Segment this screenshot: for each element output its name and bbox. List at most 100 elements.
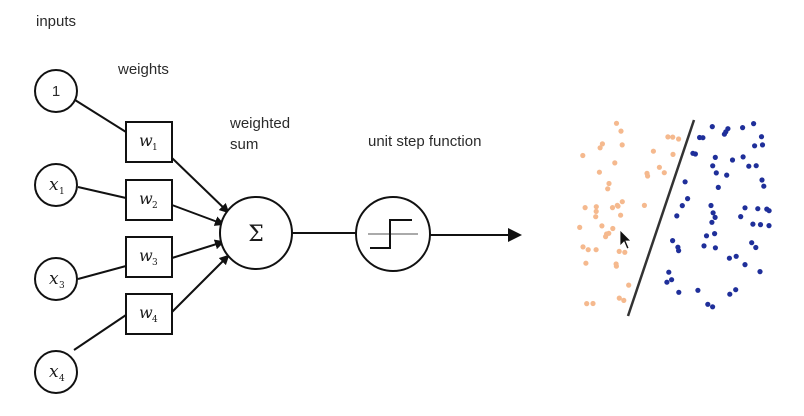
blue-point <box>710 210 716 216</box>
weight-subscript: 3 <box>152 258 158 268</box>
orange-point <box>593 208 599 214</box>
blue-point <box>766 223 772 229</box>
mouse-cursor-icon <box>619 229 632 250</box>
input-nodes: 1 x 1 x 3 x 4 <box>34 69 78 394</box>
blue-point <box>712 154 718 160</box>
orange-point <box>605 186 611 192</box>
blue-point <box>676 289 682 295</box>
inputs-label: inputs <box>36 13 76 30</box>
blue-point <box>708 202 714 209</box>
weight-label: w <box>139 131 153 150</box>
blue-point <box>701 243 707 249</box>
blue-point <box>670 238 676 244</box>
orange-point <box>583 260 589 266</box>
weight-label: w <box>139 189 153 208</box>
orange-point <box>621 297 627 303</box>
blue-point <box>710 163 716 169</box>
orange-point <box>606 230 612 236</box>
orange-point <box>618 128 624 134</box>
orange-point <box>622 249 628 255</box>
weight-subscript: 4 <box>152 315 158 325</box>
weight-to-sum-arrows <box>171 157 230 313</box>
orange-point <box>584 301 590 307</box>
blue-point <box>766 208 772 214</box>
orange-point <box>619 199 625 205</box>
blue-point <box>755 206 761 212</box>
blue-point <box>674 213 680 219</box>
blue-class-points <box>664 121 772 310</box>
input-node-subscript: 1 <box>59 187 65 197</box>
input-node: 1 <box>34 69 78 113</box>
orange-point <box>582 205 588 211</box>
input-node-label: 1 <box>52 83 60 100</box>
input-to-weight-lines <box>73 99 127 351</box>
orange-point <box>670 151 676 157</box>
blue-point <box>759 177 765 183</box>
orange-class-points <box>577 120 682 307</box>
blue-point <box>666 269 672 275</box>
orange-point <box>585 247 591 253</box>
blue-point <box>751 121 757 127</box>
sum-node: Σ <box>219 196 293 270</box>
blue-point <box>715 184 721 190</box>
orange-point <box>650 148 657 154</box>
weights-label: weights <box>117 61 169 78</box>
blue-point <box>712 245 719 251</box>
blue-point <box>703 233 710 239</box>
classification-scatter <box>577 119 772 317</box>
orange-point <box>616 248 622 254</box>
blue-point <box>733 253 739 259</box>
orange-point <box>613 261 619 267</box>
blue-point <box>705 301 711 307</box>
orange-point <box>593 214 599 220</box>
blue-point <box>725 126 731 132</box>
blue-point <box>742 262 748 268</box>
orange-point <box>665 134 671 140</box>
blue-point <box>746 163 752 169</box>
input-node: x 4 <box>34 350 78 394</box>
blue-point <box>709 219 715 225</box>
weight-subscript: 1 <box>152 143 158 153</box>
blue-point <box>679 203 685 209</box>
orange-point <box>626 282 632 288</box>
blue-point <box>757 269 763 275</box>
orange-point <box>610 225 616 232</box>
blue-point <box>724 172 730 178</box>
blue-point <box>752 143 758 149</box>
orange-point <box>614 202 620 208</box>
orange-point <box>618 212 624 218</box>
blue-point <box>759 142 766 148</box>
weight-label: w <box>139 303 153 322</box>
blue-point <box>682 179 688 185</box>
blue-point <box>712 214 718 220</box>
orange-point <box>590 300 596 307</box>
weight-box: w 3 <box>125 236 173 278</box>
orange-point <box>580 152 586 159</box>
decision-boundary <box>626 119 696 317</box>
orange-point <box>603 234 609 240</box>
input-node-label: x <box>49 269 59 289</box>
orange-point <box>606 180 612 187</box>
orange-point <box>597 145 603 151</box>
unit-step-label: unit step function <box>368 133 481 150</box>
step-function-icon <box>368 219 418 249</box>
blue-point <box>729 157 736 163</box>
weight-box: w 2 <box>125 179 173 221</box>
input-node-label: x <box>49 362 59 382</box>
orange-point <box>596 169 603 175</box>
blue-point <box>757 222 764 228</box>
orange-point <box>676 136 682 142</box>
weighted-sum-label-line2: sum <box>230 136 258 153</box>
blue-point <box>685 196 691 202</box>
blue-point <box>742 205 748 211</box>
blue-point <box>727 291 733 297</box>
orange-point <box>593 204 599 210</box>
blue-point <box>664 279 670 285</box>
orange-point <box>644 170 650 176</box>
weight-box: w 4 <box>125 293 173 335</box>
orange-point <box>661 170 667 176</box>
orange-point <box>613 120 620 126</box>
blue-point <box>733 287 739 293</box>
sigma-icon: Σ <box>248 222 264 247</box>
